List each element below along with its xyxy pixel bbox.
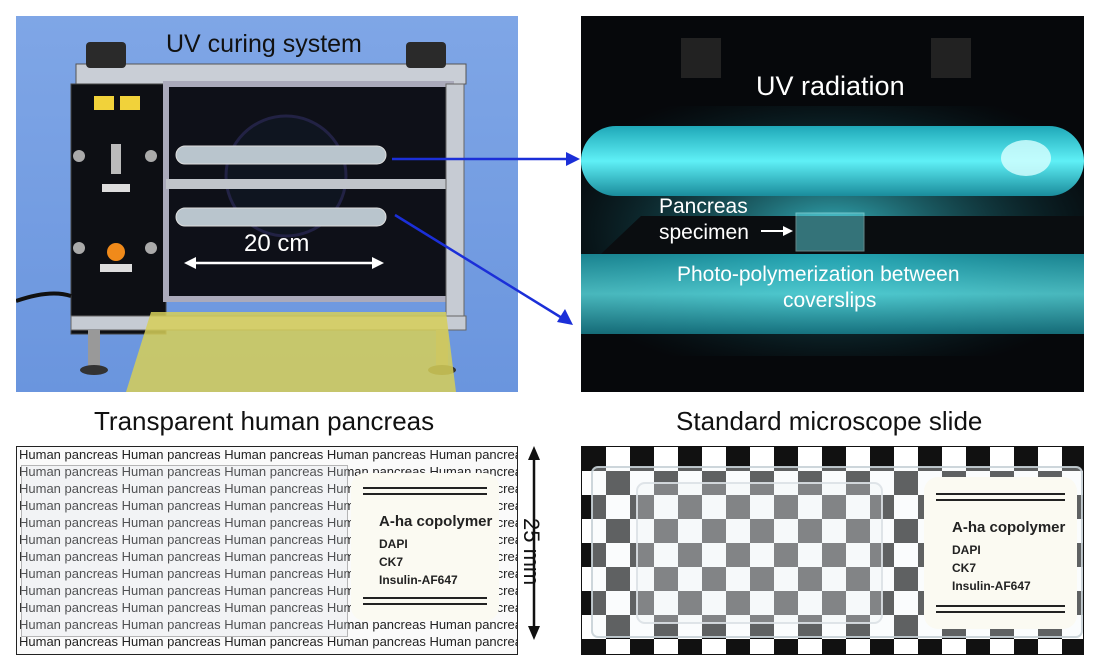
label-line-dapi: DAPI bbox=[952, 543, 981, 557]
dimension-label-25mm: 25 mm bbox=[519, 518, 544, 586]
specimen-label-line1: Pancreas bbox=[659, 195, 748, 218]
label-line-ck7: CK7 bbox=[952, 561, 977, 575]
uv-radiation-photo: UV radiation Pancreas specimen Photo-pol… bbox=[581, 16, 1084, 392]
glass-coverslip bbox=[21, 465, 348, 637]
label-line-insulin: Insulin-AF647 bbox=[952, 579, 1031, 593]
caption-microscope-slide: Standard microscope slide bbox=[676, 406, 983, 436]
label-line-dapi: DAPI bbox=[379, 537, 408, 551]
photo-polymerization-note-line1: Photo-polymerization between bbox=[677, 263, 960, 286]
panel-b-title: UV radiation bbox=[756, 71, 905, 101]
label-line-ck7: CK7 bbox=[379, 555, 404, 569]
caption-transparent-pancreas: Transparent human pancreas bbox=[94, 406, 435, 436]
label-title: A-ha copolymer bbox=[952, 519, 1066, 536]
background-text-line: Human pancreas Human pancreas Human panc… bbox=[19, 447, 518, 462]
microscope-slide-photo: A-ha copolymer DAPI CK7 Insulin-AF647 bbox=[581, 446, 1084, 655]
photo-polymerization-note-line2: coverslips bbox=[783, 289, 877, 312]
background-text-line: Human pancreas Human pancreas Human panc… bbox=[19, 634, 518, 649]
specimen-label-line2: specimen bbox=[659, 221, 749, 244]
label-title: A-ha copolymer bbox=[379, 513, 493, 530]
uv-curing-system-photo: UV curing system 20 cm bbox=[16, 16, 518, 392]
uv-device-illustration bbox=[16, 42, 467, 392]
uv-lamps-illustration bbox=[581, 16, 1084, 392]
label-line-insulin: Insulin-AF647 bbox=[379, 573, 458, 587]
slide-label-card-standard: A-ha copolymer DAPI CK7 Insulin-AF647 bbox=[924, 477, 1077, 629]
dimension-label-20cm: 20 cm bbox=[244, 230, 310, 257]
panel-a-title: UV curing system bbox=[166, 30, 362, 58]
transparent-pancreas-photo: Human pancreas Human pancreas Human panc… bbox=[16, 446, 518, 655]
slide-label-card: A-ha copolymer DAPI CK7 Insulin-AF647 bbox=[351, 473, 499, 621]
